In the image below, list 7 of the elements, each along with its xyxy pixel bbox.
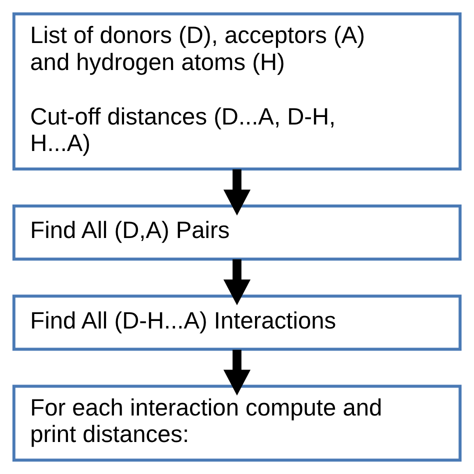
node-box: Find All (D-H...A) Interactions (12, 294, 462, 351)
arrow (223, 350, 251, 396)
arrow (223, 259, 251, 306)
arrow (223, 169, 251, 216)
node-box: Find All (D,A) Pairs (12, 204, 462, 261)
node-box: For each interaction compute and print distances: (12, 384, 462, 462)
node-box: List of donors (D), acceptors (A) and hydrogen atoms (H) Cut-off distances (D...A, D-H, H...A) (12, 12, 462, 171)
